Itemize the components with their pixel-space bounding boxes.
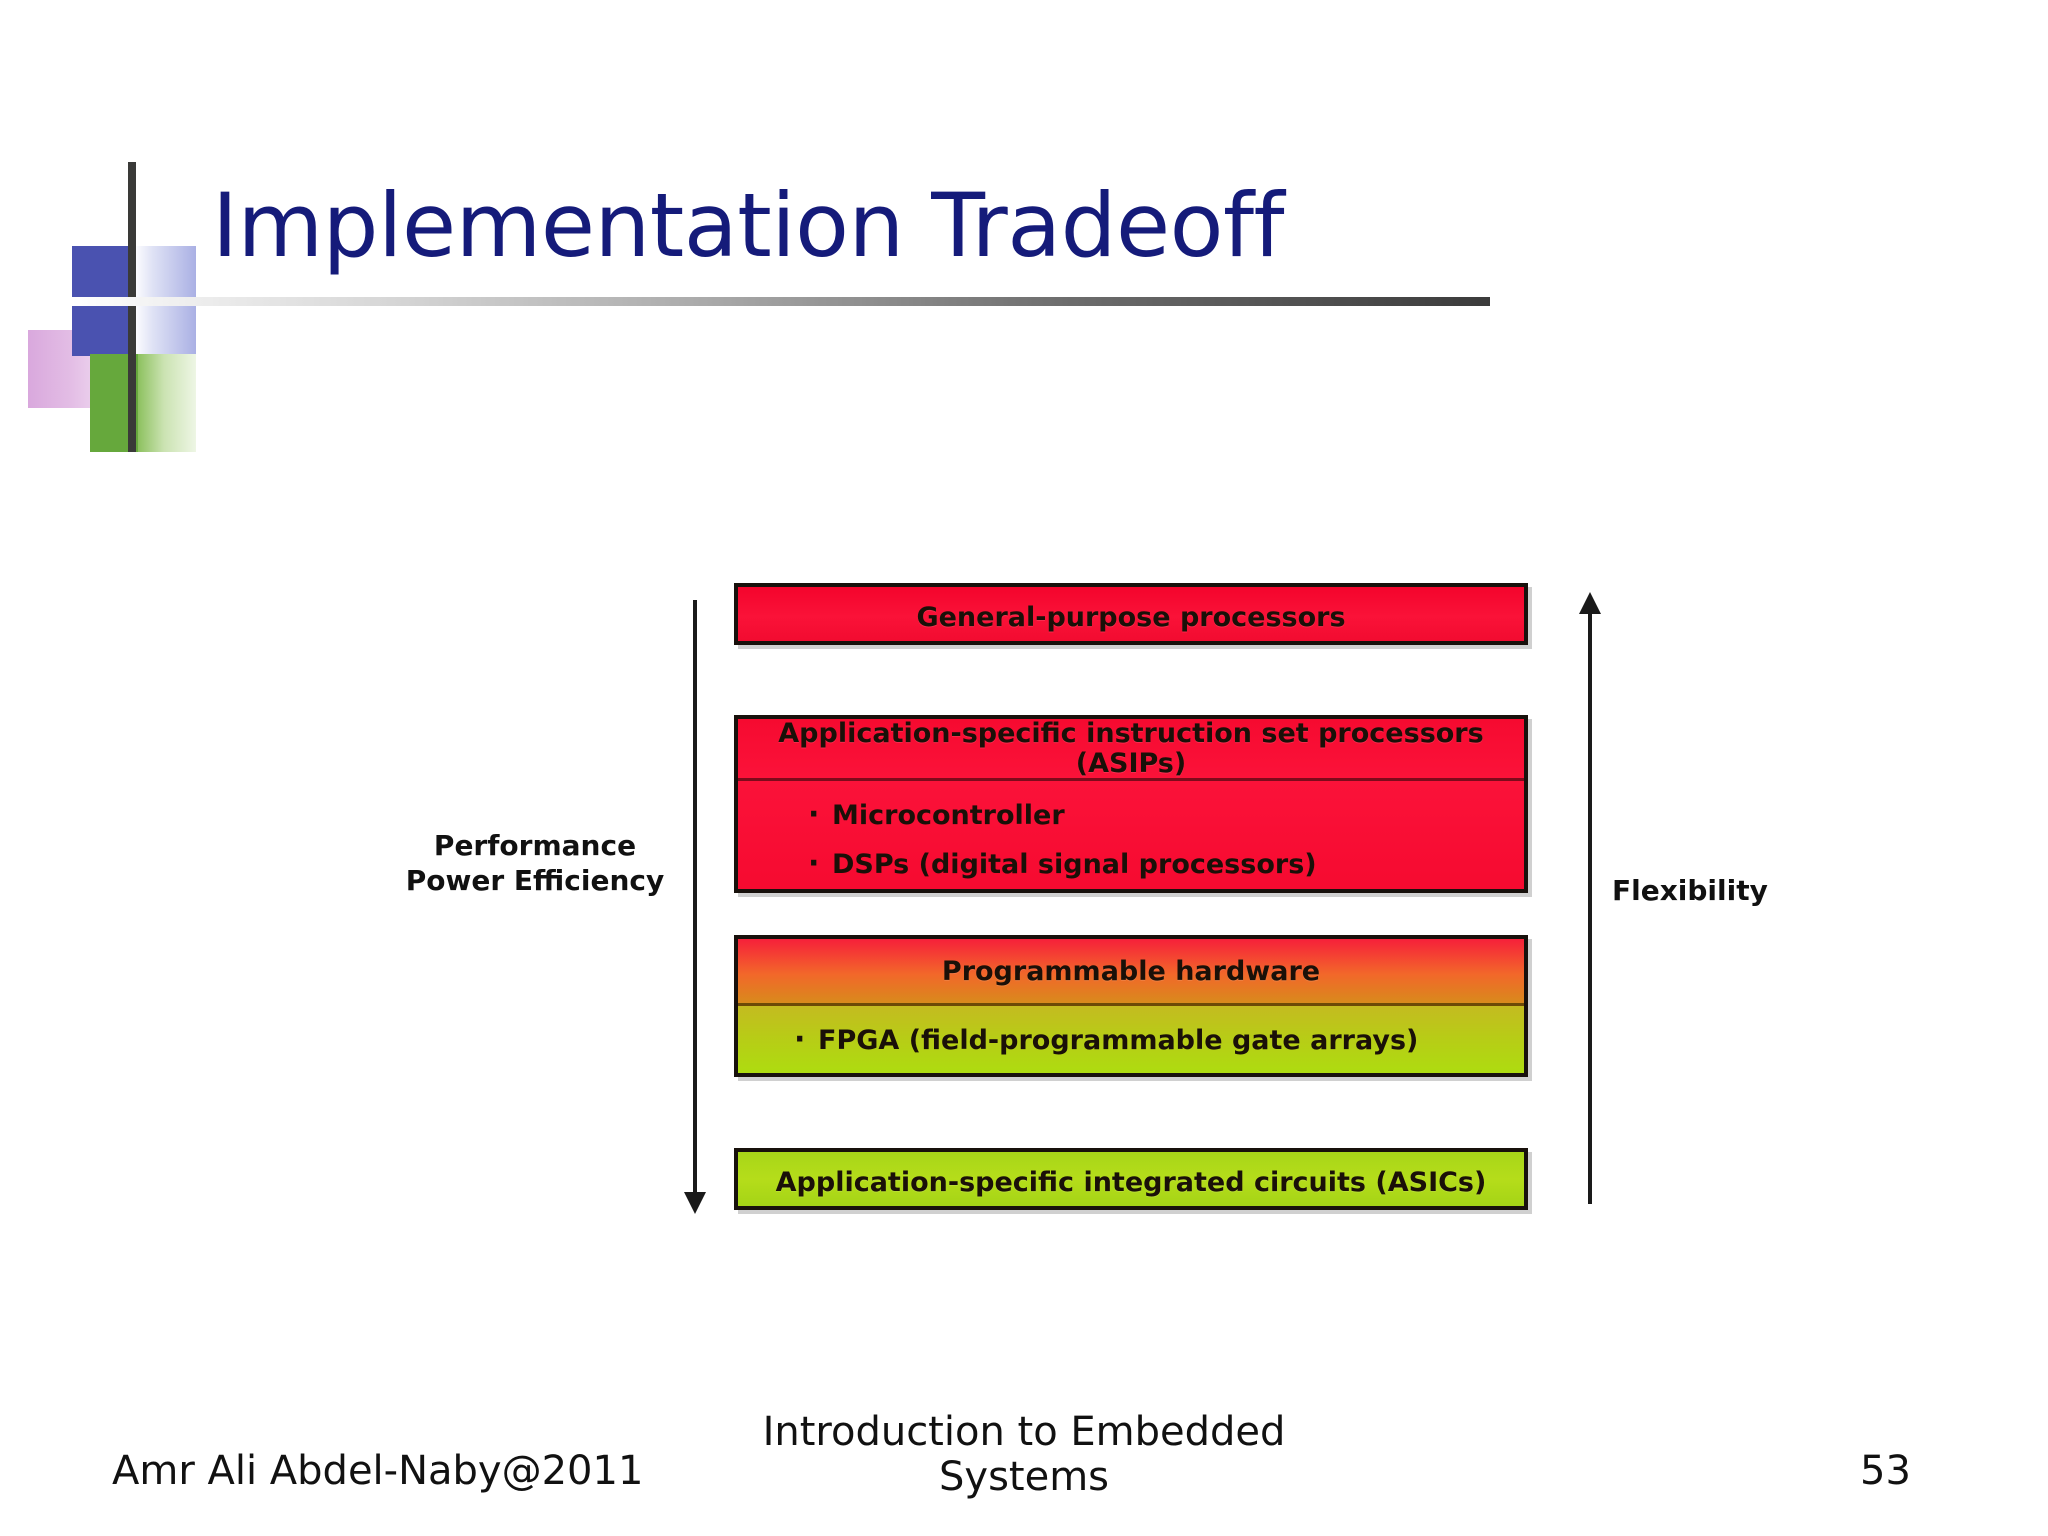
diagram-box-header: Programmable hardware	[738, 939, 1524, 1006]
footer-course-title: Introduction to Embedded Systems	[724, 1410, 1324, 1500]
page-title: Implementation Tradeoff	[212, 174, 1284, 277]
footer-page-number: 53	[1860, 1448, 1911, 1494]
logo-vertical-bar	[128, 162, 136, 452]
diagram-box-general-purpose-processors: General-purpose processors	[734, 583, 1528, 645]
diagram-box-programmable-hardware: Programmable hardware FPGA (field-progra…	[734, 935, 1528, 1077]
performance-axis-line	[693, 600, 697, 1200]
arrow-up-icon	[1579, 592, 1601, 614]
programmable-hardware-header-text: Programmable hardware	[941, 955, 1321, 987]
asips-header-line1: Application-specific instruction set pro…	[778, 718, 1484, 750]
logo-block-green-gradient	[138, 354, 196, 452]
diagram-box-body: FPGA (field-programmable gate arrays)	[738, 1006, 1524, 1073]
flexibility-axis-label: Flexibility	[1612, 874, 1768, 907]
diagram-box-label: Application-specific integrated circuits…	[775, 1167, 1487, 1198]
arrow-down-icon	[684, 1192, 706, 1214]
footer-course-line2: Systems	[939, 1453, 1109, 1500]
diagram-box-asics: Application-specific integrated circuits…	[734, 1148, 1528, 1210]
diagram-box-asips: Application-specific instruction set pro…	[734, 715, 1528, 893]
list-item: DSPs (digital signal processors)	[808, 840, 1524, 889]
list-item: Microcontroller	[808, 791, 1524, 840]
diagram-box-body: Microcontroller DSPs (digital signal pro…	[738, 781, 1524, 889]
diagram-box-label: General-purpose processors	[916, 602, 1346, 633]
logo-block-blue-gradient	[134, 246, 196, 366]
list-item: FPGA (field-programmable gate arrays)	[794, 1023, 1418, 1056]
slide-logo-mark	[0, 150, 300, 452]
asips-header-text: Application-specific instruction set pro…	[778, 719, 1483, 777]
performance-axis-label-line1: Performance	[433, 829, 637, 862]
performance-axis-label: Performance Power Efficiency	[390, 828, 680, 898]
performance-axis-label-line2: Power Efficiency	[405, 864, 665, 897]
footer-course-line1: Introduction to Embedded	[762, 1409, 1286, 1455]
asips-header-line2: (ASIPs)	[1075, 747, 1187, 779]
footer-author: Amr Ali Abdel-Naby@2011	[112, 1448, 644, 1494]
diagram-box-header: Application-specific instruction set pro…	[738, 719, 1524, 781]
flexibility-axis-line	[1588, 612, 1592, 1204]
title-divider	[72, 297, 1490, 306]
